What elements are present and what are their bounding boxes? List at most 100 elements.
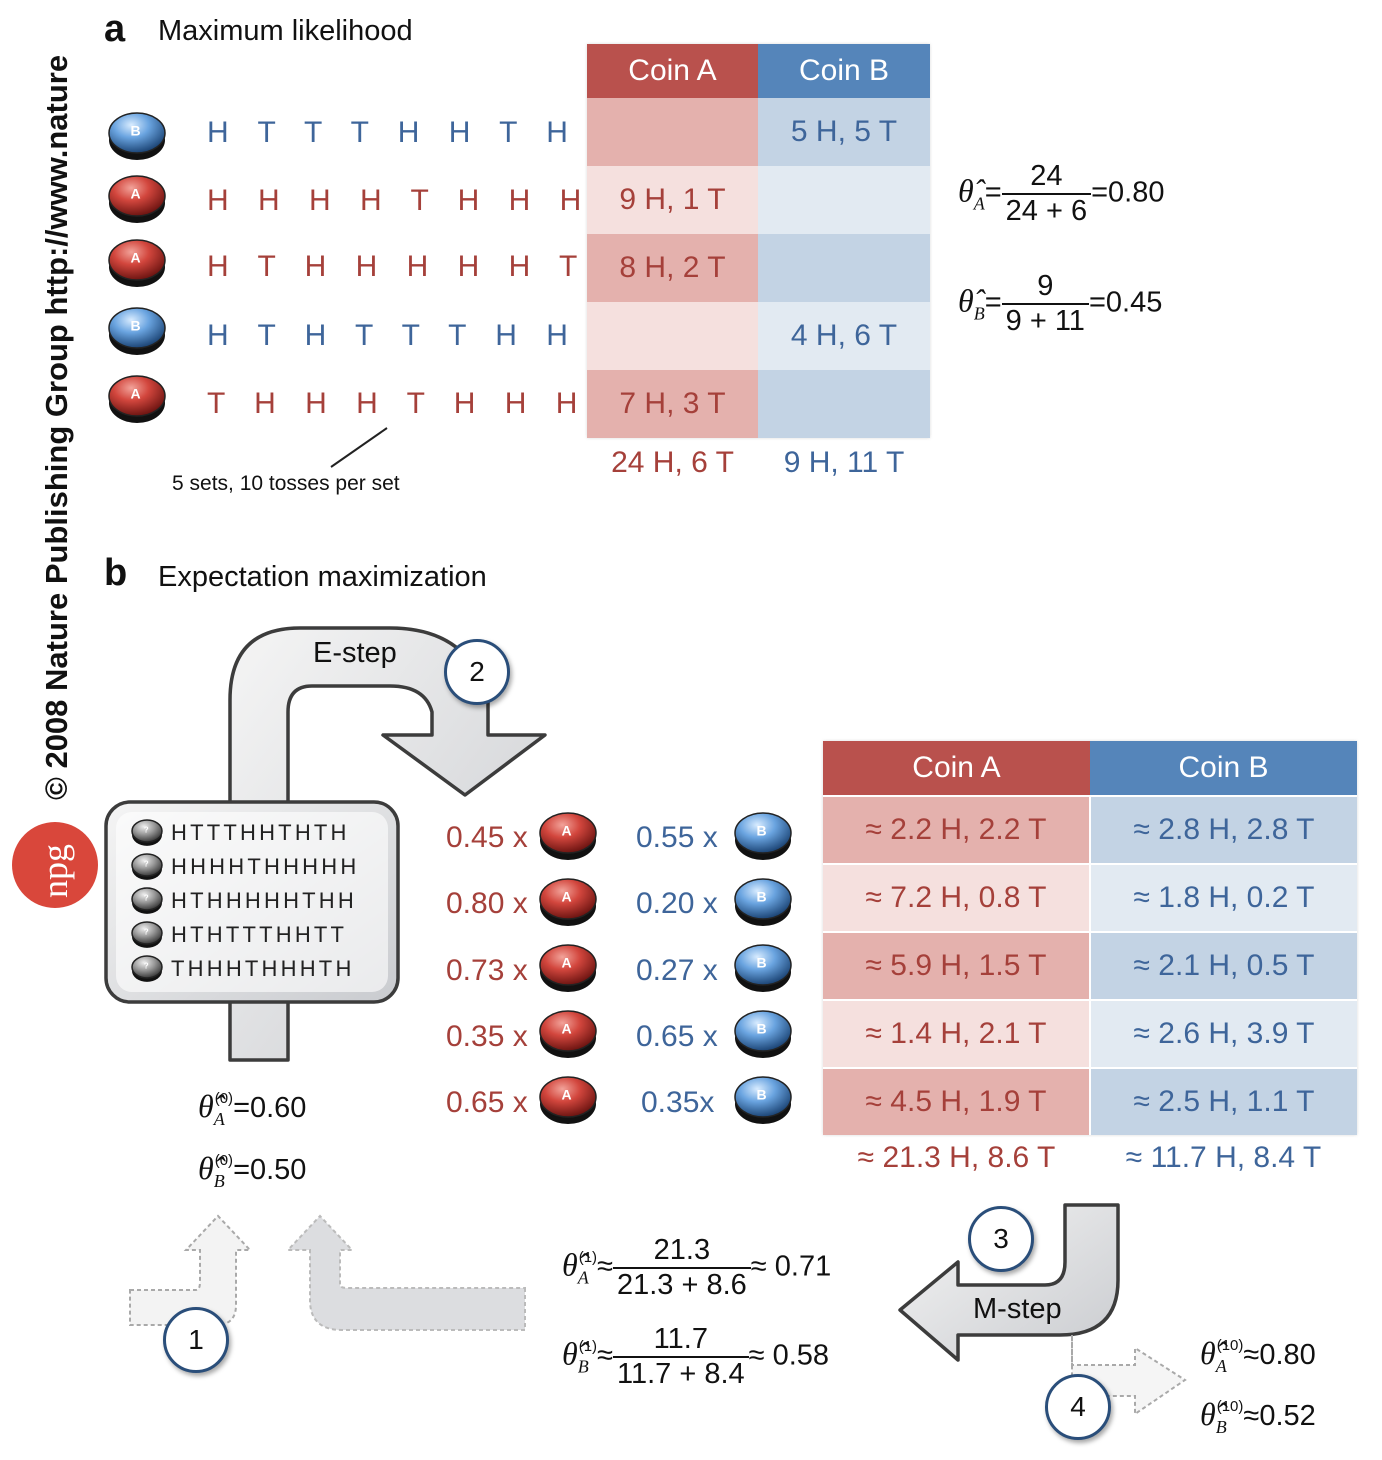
theta-symbol: θ̂: [562, 1335, 578, 1372]
numerator: 24: [1030, 160, 1063, 192]
theta-subscript: A: [577, 1267, 589, 1288]
approx: ≈: [597, 1339, 613, 1372]
svg-text:A: A: [562, 889, 572, 905]
table-b-cell: ≈ 7.2 H, 0.8 T: [823, 865, 1089, 931]
theta-subscript: B: [213, 1171, 225, 1191]
svg-text:?: ?: [144, 894, 149, 903]
table-b-cell: ≈ 4.5 H, 1.9 T: [823, 1069, 1089, 1135]
result: ≈0.52: [1243, 1400, 1316, 1432]
table-a-cell: [587, 98, 758, 166]
approx: ≈: [597, 1250, 613, 1283]
unknown-coin-icon: ?: [131, 819, 163, 846]
weight-a: 0.73 x: [446, 954, 528, 987]
table-a-cell: 5 H, 5 T: [758, 98, 930, 166]
sets-note: 5 sets, 10 tosses per set: [172, 472, 400, 495]
denominator: 11.7 + 8.4: [612, 1356, 749, 1391]
svg-text:B: B: [757, 1021, 767, 1037]
table-b-cell: ≈ 2.6 H, 3.9 T: [1091, 1001, 1357, 1067]
theta-symbol: θ̂: [958, 172, 974, 209]
table-b-cell: ≈ 2.5 H, 1.1 T: [1091, 1069, 1357, 1135]
weight-b: 0.35x: [641, 1086, 715, 1119]
svg-text:?: ?: [144, 928, 149, 937]
weighted-coins-a: A A A A A: [539, 812, 597, 1124]
coin-a-icon: A: [539, 1076, 597, 1124]
table-b-header-coin-a: Coin A: [823, 741, 1090, 795]
note-pointer-line: [330, 427, 388, 468]
theta-symbol: θ̂: [958, 282, 974, 319]
weight-b: 0.65 x: [636, 1020, 718, 1053]
result: =0.80: [1091, 176, 1165, 209]
mini-sequence: HTTTHHTHTH: [171, 820, 350, 845]
theta-subscript: A: [973, 193, 985, 214]
weight-a: 0.80 x: [446, 887, 528, 920]
step-3-marker: 3: [968, 1206, 1034, 1272]
numerator: 11.7: [653, 1323, 708, 1355]
svg-text:?: ?: [144, 860, 149, 869]
e-step-label: E-step: [313, 637, 397, 669]
coin-a-icon: A: [539, 812, 597, 860]
table-a-cell: 7 H, 3 T: [587, 370, 758, 438]
mini-sequence: HHHHTHHHHH: [171, 854, 360, 879]
svg-text:?: ?: [144, 826, 149, 835]
table-a-cell: [587, 302, 758, 370]
theta-superscript: (1): [578, 1248, 598, 1266]
panel-a-letter: a: [104, 8, 126, 50]
svg-text:A: A: [562, 955, 572, 971]
panel-a-title: Maximum likelihood: [158, 15, 413, 47]
table-b-total-coin-a: ≈ 21.3 H, 8.6 T: [857, 1141, 1056, 1174]
table-a-cell: 8 H, 2 T: [587, 234, 758, 302]
result: ≈ 0.71: [750, 1250, 832, 1283]
table-b-cell: ≈ 2.8 H, 2.8 T: [1091, 797, 1357, 863]
theta-superscript: (0): [214, 1090, 234, 1107]
coin-a-icon: A: [539, 944, 597, 992]
svg-text:A: A: [562, 1087, 572, 1103]
panel-b-title: Expectation maximization: [158, 561, 487, 593]
table-b-header-coin-b: Coin B: [1090, 741, 1357, 795]
mini-sequence: HTHTTTHHTT: [171, 922, 348, 947]
theta-superscript: (10): [1216, 1398, 1244, 1415]
coin-a-icon: A: [108, 239, 166, 287]
table-a-cell: [758, 234, 930, 302]
theta-superscript: (1): [578, 1337, 598, 1355]
table-a-total-coin-b: 9 H, 11 T: [783, 446, 905, 479]
denominator: 9 + 11: [1001, 303, 1089, 338]
theta-subscript: B: [577, 1356, 589, 1377]
final-theta-b: θ̂B(10)≈0.52: [1200, 1396, 1316, 1438]
svg-text:?: ?: [144, 962, 149, 971]
panel-b-letter: b: [104, 552, 128, 594]
table-a-cell: 4 H, 6 T: [758, 302, 930, 370]
table-b-cell: ≈ 1.8 H, 0.2 T: [1091, 865, 1357, 931]
weight-a: 0.45 x: [446, 821, 528, 854]
result: ≈ 0.58: [748, 1339, 830, 1372]
result: =0.60: [233, 1092, 307, 1124]
table-b-cell: ≈ 1.4 H, 2.1 T: [823, 1001, 1089, 1067]
table-b: Coin A Coin B ≈ 2.2 H, 2.2 T ≈ 2.8 H, 2.…: [823, 741, 1357, 1135]
return-arrow: [285, 1214, 526, 1331]
coin-b-icon: B: [734, 878, 792, 926]
table-b-cell: ≈ 5.9 H, 1.5 T: [823, 933, 1089, 999]
weight-a: 0.35 x: [446, 1020, 528, 1053]
theta-symbol: θ̂: [562, 1246, 578, 1283]
m-step-label: M-step: [973, 1293, 1062, 1325]
coin-b-icon: B: [734, 1076, 792, 1124]
theta-subscript: A: [1215, 1356, 1227, 1376]
final-theta-a: θ̂A(10)≈0.80: [1200, 1335, 1316, 1377]
svg-text:A: A: [562, 1021, 572, 1037]
step-4-marker: 4: [1045, 1374, 1111, 1440]
result: ≈0.80: [1243, 1339, 1316, 1371]
coin-a-icon: A: [539, 878, 597, 926]
npg-logo: npg: [12, 822, 98, 908]
coin-a-icon: A: [539, 1010, 597, 1058]
theta-subscript: B: [973, 303, 985, 324]
initial-theta-b: θ̂B(0)=0.50: [198, 1150, 306, 1192]
coin-b-icon: B: [108, 112, 166, 160]
denominator: 21.3 + 8.6: [612, 1267, 751, 1302]
m-step-arrow: [898, 1203, 1120, 1362]
